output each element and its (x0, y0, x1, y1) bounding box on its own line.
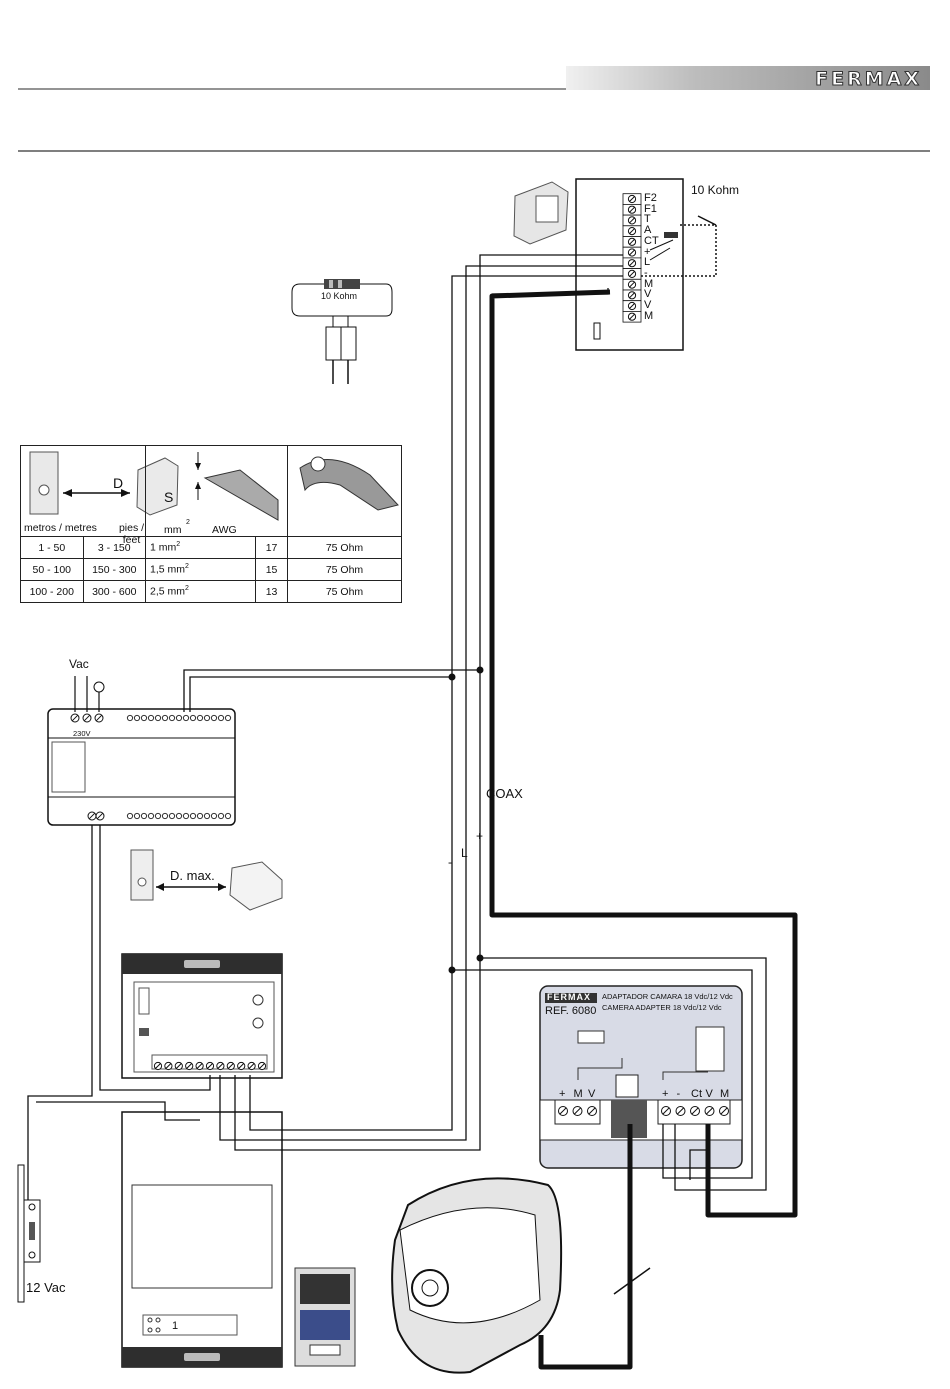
keypad-panel (294, 1267, 356, 1367)
resistor-detail (291, 279, 393, 384)
adapter-right-terminal-label: - (676, 1088, 681, 1100)
table-cell-coax: 75 Ohm (287, 580, 402, 603)
door-panel-module (121, 953, 283, 1079)
resistor-detail-label: 10 Kohm (321, 291, 358, 301)
terminal-label: - (644, 266, 648, 279)
distance-label: D (113, 475, 124, 491)
terminal-label: A (644, 224, 652, 237)
dmax-label: D. max. (170, 868, 215, 883)
vac-label: Vac (69, 657, 89, 671)
adapter-title-es: ADAPTADOR CAMARA 18 Vdc/12 Vdc (602, 992, 733, 1001)
col-metres: metros / metres (24, 522, 97, 534)
monitor-resistor-label: 10 Kohm (691, 183, 740, 197)
table-cell-mm2: 1 mm2 (145, 536, 257, 559)
adapter-brand: FERMAX (547, 992, 591, 1002)
coax-label: COAX (486, 786, 523, 801)
table-cell-coax: 75 Ohm (287, 536, 402, 559)
terminal-label: F2 (644, 192, 657, 204)
table-cell-awg: 13 (255, 580, 288, 603)
adapter-ref: REF. 6080 (545, 1005, 597, 1017)
col-mm2-sup: 2 (186, 519, 190, 526)
table-cell-feet: 3 - 150 (82, 536, 147, 559)
section-label: S (164, 489, 174, 505)
adapter-left-terminal-label: M (573, 1088, 583, 1100)
terminal-label: T (644, 213, 651, 226)
adapter-right-terminal-label: M (720, 1088, 730, 1100)
minus-label: - (448, 855, 452, 869)
camera (391, 1177, 563, 1374)
adapter-right-terminal-label: + (662, 1088, 669, 1100)
camera-cable (538, 1124, 633, 1370)
monitor-icon (513, 181, 569, 245)
table-cell-feet: 150 - 300 (82, 558, 147, 581)
table-cell-metres: 100 - 200 (20, 580, 84, 603)
table-cell-mm2: 2,5 mm2 (145, 580, 257, 603)
power-supply (47, 676, 236, 826)
table-cell-awg: 17 (255, 536, 288, 559)
electric-lock (17, 1164, 41, 1303)
dmax-devices (130, 849, 283, 911)
adapter-right-terminal-label: V (705, 1088, 713, 1100)
monitor-terminal-box (575, 178, 717, 351)
col-mm2: mm (164, 524, 182, 536)
table-cell-coax: 75 Ohm (287, 558, 402, 581)
panel-button-number: 1 (172, 1320, 179, 1332)
terminal-label: V (644, 299, 652, 311)
terminal-label: F1 (644, 202, 657, 215)
voltage-label: 230V (73, 729, 91, 738)
lock-voltage-label: 12 Vac (26, 1280, 66, 1295)
terminal-label: M (644, 277, 654, 290)
table-cell-awg: 15 (255, 558, 288, 581)
plus-label: + (476, 829, 484, 843)
cable-section-table: D metros / metres pies / feet S mm 2 AWG… (19, 445, 402, 603)
terminal-label: + (644, 245, 651, 258)
terminal-label: CT (644, 234, 659, 247)
header-brand-bar: FERMAX (566, 66, 930, 91)
table-cell-feet: 300 - 600 (82, 580, 147, 603)
table-cell-metres: 1 - 50 (20, 536, 84, 559)
fermax-logo: FERMAX (815, 68, 922, 91)
coax-cable (489, 289, 798, 1218)
adapter-right-terminal-label: Ct (691, 1088, 702, 1100)
col-awg: AWG (212, 524, 237, 536)
terminal-label: M (644, 309, 654, 322)
camera-adapter (539, 985, 743, 1169)
adapter-left-terminal-label: + (559, 1088, 566, 1100)
adapter-left-terminal-label: V (588, 1088, 596, 1100)
door-panel-front (121, 1111, 283, 1368)
col-feet: pies / feet (118, 522, 145, 546)
adapter-title-en: CAMERA ADAPTER 18 Vdc/12 Vdc (602, 1003, 722, 1012)
table-cell-mm2: 1,5 mm2 (145, 558, 257, 581)
terminal-label: V (644, 288, 652, 301)
l-label: L (461, 846, 468, 860)
table-cell-metres: 50 - 100 (20, 558, 84, 581)
terminal-label: L (644, 256, 651, 269)
